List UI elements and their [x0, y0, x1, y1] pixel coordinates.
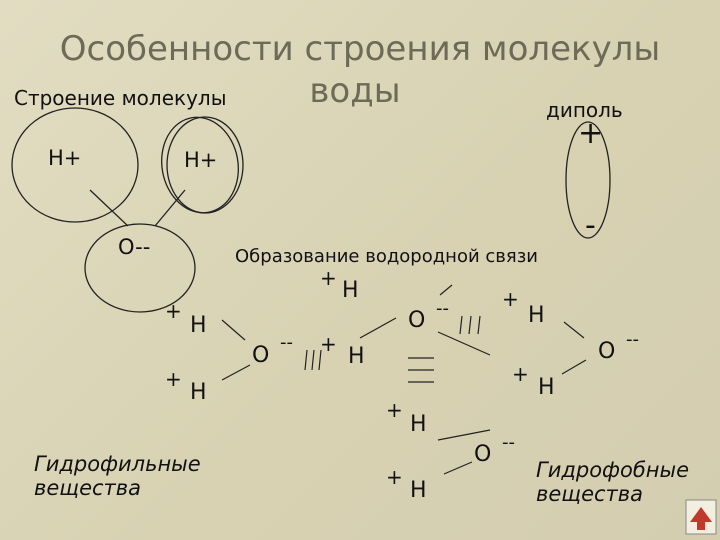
- charge-minus: --: [280, 332, 293, 353]
- hbond-label: Образование водородной связи: [235, 246, 538, 267]
- bond-line: [561, 359, 587, 375]
- plus-sign: +: [320, 332, 337, 356]
- atom-h: H: [348, 344, 365, 369]
- bond-line: [359, 317, 397, 339]
- plus-sign: +: [386, 398, 403, 422]
- bond-right: [154, 189, 186, 227]
- charge-minus: --: [626, 329, 639, 350]
- h-atom-right-circle-outer: [166, 116, 244, 214]
- plus-sign: +: [165, 367, 182, 391]
- hydrophilic-label: Гидрофильные вещества: [34, 452, 201, 500]
- atom-o: O: [252, 343, 270, 368]
- atom-h: H: [410, 412, 427, 437]
- atom-o: O: [408, 308, 426, 333]
- plus-sign: +: [512, 362, 529, 386]
- bond-line: [443, 461, 473, 475]
- bond-left: [89, 189, 129, 227]
- atom-h: H: [190, 313, 207, 338]
- atom-o: O: [598, 339, 616, 364]
- atom-h: H: [342, 278, 359, 303]
- atom-h: H: [190, 380, 207, 405]
- charge-minus: --: [502, 432, 515, 453]
- plus-sign: +: [165, 299, 182, 323]
- h-right-label: H+: [184, 148, 218, 172]
- dipole-plus: +: [578, 116, 604, 151]
- atom-h: H: [538, 375, 555, 400]
- slide-title-line2: воды: [309, 71, 401, 111]
- bond-line: [563, 321, 585, 339]
- dipole-shape: [565, 121, 611, 239]
- bond-line: [439, 284, 453, 296]
- o-label: O--: [118, 235, 151, 259]
- dipole-label: диполь: [546, 98, 623, 122]
- structure-label: Строение молекулы: [14, 86, 227, 110]
- plus-sign: +: [502, 287, 519, 311]
- next-slide-button[interactable]: [686, 500, 716, 534]
- dipole-minus: -: [585, 208, 596, 243]
- atom-o: O: [474, 442, 492, 467]
- h-left-label: H+: [48, 146, 82, 170]
- atom-h: H: [410, 478, 427, 503]
- bond-line: [221, 364, 251, 381]
- o-atom-circle: [84, 223, 196, 313]
- charge-minus: --: [436, 298, 449, 319]
- slide-title: Особенности строения молекулы: [59, 29, 661, 69]
- bond-line: [437, 331, 491, 356]
- hbond-lines: [221, 284, 587, 475]
- h-atom-left-circle: [11, 107, 139, 223]
- plus-sign: +: [386, 465, 403, 489]
- bond-line: [221, 319, 246, 341]
- hydrophobic-label: Гидрофобные вещества: [536, 458, 690, 506]
- bond-line: [437, 429, 491, 441]
- plus-sign: +: [320, 266, 337, 290]
- nav-arrow-icon: [690, 507, 712, 530]
- atom-h: H: [528, 303, 545, 328]
